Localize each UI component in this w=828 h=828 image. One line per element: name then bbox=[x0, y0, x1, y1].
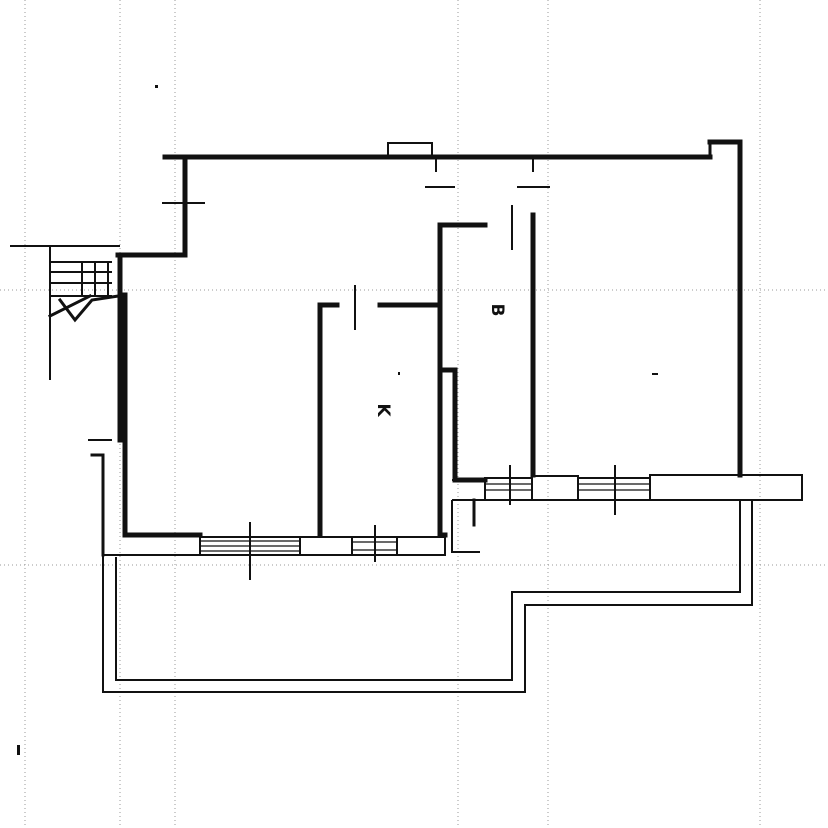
room-label-b: B bbox=[487, 304, 507, 317]
room-labels: K B bbox=[373, 304, 507, 418]
windows-right bbox=[451, 465, 803, 553]
room-label-k: K bbox=[373, 403, 393, 417]
interior-walls bbox=[317, 157, 550, 538]
staircase bbox=[10, 245, 127, 380]
scan-specks bbox=[17, 85, 658, 755]
terrace-outline bbox=[102, 500, 753, 693]
exterior-walls bbox=[88, 139, 743, 580]
